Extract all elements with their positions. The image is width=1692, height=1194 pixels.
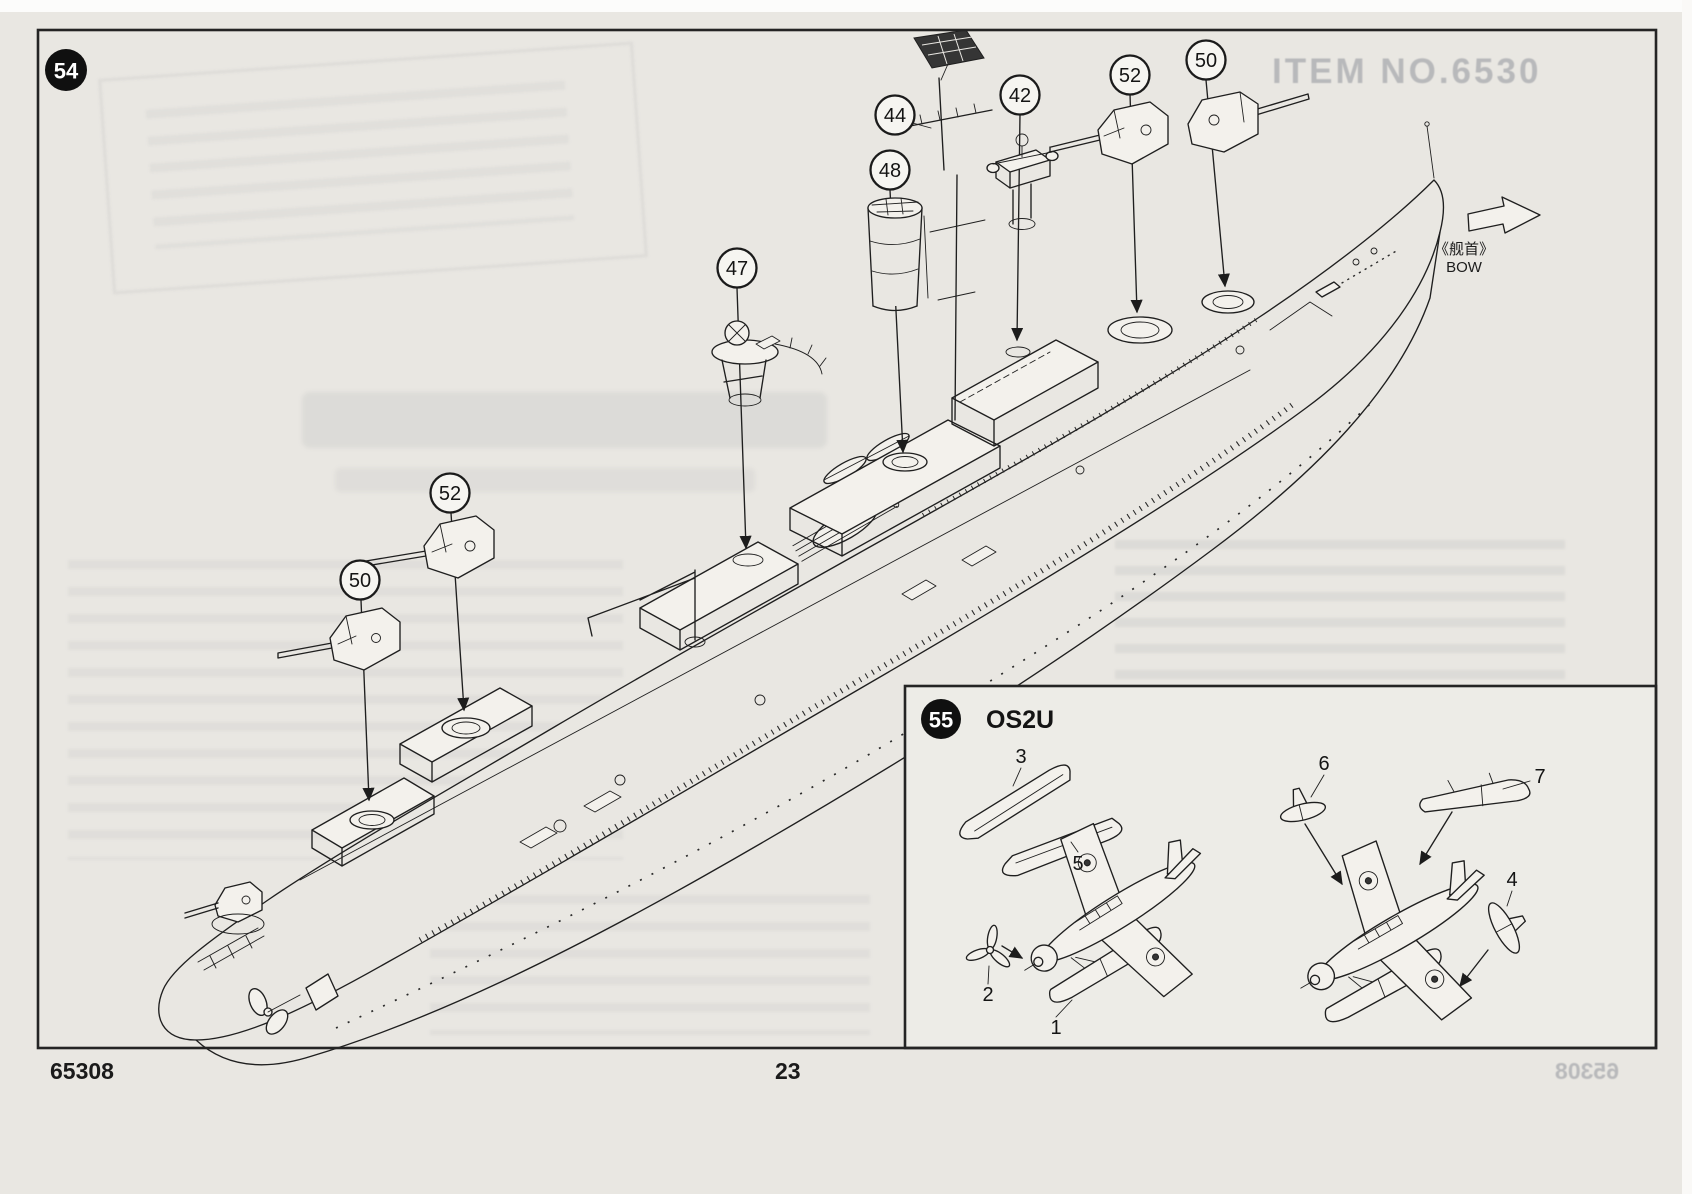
part-label-5: 5 bbox=[1072, 853, 1083, 875]
part-label-1: 1 bbox=[1050, 1017, 1061, 1039]
propeller-rudder bbox=[248, 973, 339, 1035]
bow-label-en: BOW bbox=[1446, 259, 1483, 276]
ship-hull bbox=[158, 121, 1445, 1066]
stern-gun-mount bbox=[184, 881, 265, 935]
scan-edge-top bbox=[0, 0, 1692, 12]
kit-number: 65308 bbox=[50, 1058, 114, 1084]
pontoon-part-7 bbox=[1419, 772, 1531, 813]
callout-50-top-label: 50 bbox=[1195, 50, 1217, 72]
bridge-block bbox=[951, 339, 1099, 447]
forward-barbettes bbox=[1107, 290, 1255, 344]
fuselage-half-upper-part bbox=[959, 764, 1071, 840]
searchlight-tower-part bbox=[711, 320, 827, 407]
gun-mount-52-left bbox=[365, 515, 495, 579]
wing-float-part-4 bbox=[1487, 902, 1526, 954]
part-label-3: 3 bbox=[1015, 746, 1026, 768]
step-54-badge: 54 bbox=[45, 49, 87, 91]
bow-details bbox=[1269, 121, 1435, 331]
callout-50-left: 50 bbox=[339, 559, 381, 601]
scan-edge-right bbox=[1682, 0, 1692, 1194]
callout-48: 48 bbox=[869, 149, 911, 191]
callout-52-left-label: 52 bbox=[439, 483, 461, 505]
callout-44-label: 44 bbox=[884, 105, 906, 127]
part-label-4: 4 bbox=[1506, 869, 1517, 891]
callout-47: 47 bbox=[716, 247, 758, 289]
callout-48-label: 48 bbox=[879, 160, 901, 182]
inset-step-55: 55 OS2U bbox=[903, 684, 1658, 1050]
step-54-number: 54 bbox=[54, 59, 79, 84]
inset-part-labels: 3 5 2 1 6 7 4 bbox=[982, 746, 1545, 1039]
wing-float-part-6 bbox=[1279, 787, 1327, 823]
mid-deckhouse bbox=[789, 419, 1001, 557]
callout-44: 44 bbox=[874, 94, 916, 136]
seaplane-assembled-left bbox=[1024, 822, 1202, 1003]
step-55-badge bbox=[921, 699, 961, 739]
part-label-2: 2 bbox=[982, 984, 993, 1006]
propeller-part bbox=[965, 924, 1011, 968]
page-frame bbox=[36, 28, 1658, 1050]
callout-42-label: 42 bbox=[1009, 85, 1031, 107]
radar-yard-part bbox=[909, 29, 993, 171]
deck-fittings bbox=[519, 345, 1245, 849]
inset-arrows bbox=[1001, 811, 1489, 988]
part-label-7: 7 bbox=[1534, 766, 1545, 788]
callout-42: 42 bbox=[999, 74, 1041, 116]
callout-52-top: 52 bbox=[1109, 54, 1151, 96]
bow-arrow-icon bbox=[1467, 196, 1541, 234]
inset-title: OS2U bbox=[986, 706, 1054, 734]
gun-mount-50-left bbox=[277, 607, 401, 671]
seaplane-assembled-right bbox=[1300, 840, 1485, 1023]
gun-mount-52-top bbox=[1049, 101, 1169, 165]
bow-label-cn: 《舰首》 bbox=[1434, 241, 1494, 258]
funnel-part bbox=[867, 197, 929, 312]
depth-charge-rack bbox=[197, 927, 265, 971]
aft-deckhouse-a bbox=[399, 687, 533, 783]
crane bbox=[587, 569, 706, 648]
step-55-number: 55 bbox=[929, 708, 953, 733]
callout-50-top: 50 bbox=[1185, 39, 1227, 81]
callout-52-left: 52 bbox=[429, 472, 471, 514]
director-part bbox=[986, 133, 1059, 230]
callout-47-label: 47 bbox=[726, 258, 748, 280]
page-number: 23 bbox=[775, 1058, 801, 1084]
mast bbox=[929, 174, 986, 421]
part-label-6: 6 bbox=[1318, 753, 1329, 775]
callout-50-left-label: 50 bbox=[349, 570, 371, 592]
bow-marker: 《舰首》 BOW bbox=[1434, 196, 1541, 276]
aft-deckhouse-b bbox=[311, 777, 435, 867]
gun-mount-50-top bbox=[1187, 91, 1310, 153]
aft-shelter-deck bbox=[639, 541, 799, 651]
callout-52-top-label: 52 bbox=[1119, 65, 1141, 87]
